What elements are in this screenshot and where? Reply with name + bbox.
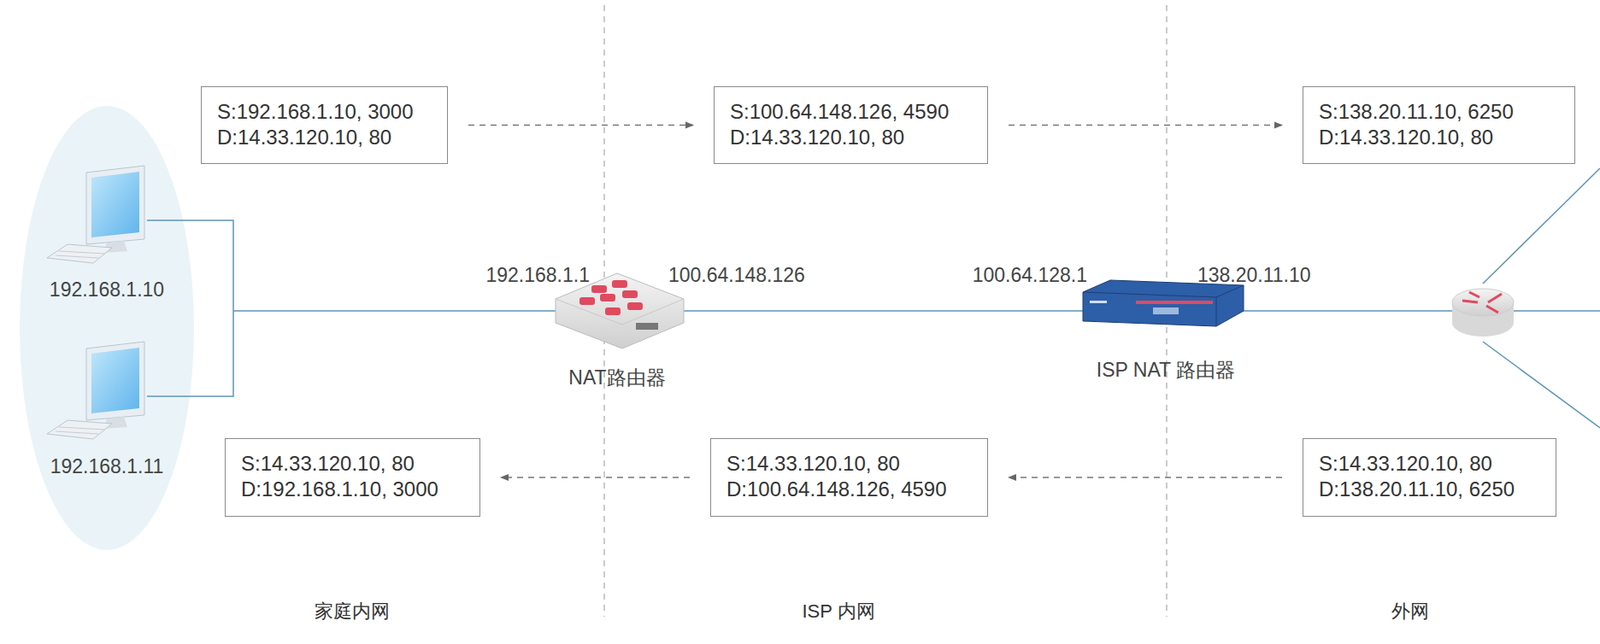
packet-address: D:14.33.120.10, 80	[1318, 124, 1559, 151]
computer-icon	[47, 165, 145, 264]
device-label: ISP NAT 路由器	[1096, 357, 1236, 384]
device-label: 192.168.1.10	[49, 278, 165, 302]
packet-flow-arrow	[1008, 124, 1283, 127]
packet-address: S:138.20.11.10, 6250	[1318, 99, 1559, 125]
zone-label: ISP 内网	[801, 599, 875, 625]
packet-box: S:14.33.120.10, 80D:192.168.1.10, 3000	[224, 438, 481, 518]
packet-address: D:14.33.120.10, 80	[217, 124, 432, 151]
packet-box: S:192.168.1.10, 3000D:14.33.120.10, 80	[200, 86, 448, 165]
packet-box: S:138.20.11.10, 6250D:14.33.120.10, 80	[1302, 86, 1576, 165]
packet-address: S:14.33.120.10, 80	[726, 451, 972, 477]
device-label: 100.64.128.1	[972, 264, 1088, 288]
packet-address: S:14.33.120.10, 80	[241, 451, 465, 477]
device-label: NAT路由器	[568, 364, 665, 392]
router-icon	[1452, 288, 1514, 337]
packet-address: D:14.33.120.10, 80	[729, 124, 972, 151]
packet-flow-arrow	[1008, 476, 1283, 479]
zone-label: 家庭内网	[314, 599, 390, 625]
computer-icon	[47, 341, 145, 440]
device-label: 100.64.148.126	[668, 264, 806, 288]
packet-address: D:138.20.11.10, 6250	[1318, 476, 1541, 503]
network-wires	[147, 168, 1600, 429]
home-network-zone	[19, 105, 195, 551]
packet-box: S:14.33.120.10, 80D:138.20.11.10, 6250	[1302, 438, 1557, 518]
packet-box: S:100.64.148.126, 4590D:14.33.120.10, 80	[713, 86, 989, 165]
packet-box: S:14.33.120.10, 80D:100.64.148.126, 4590	[710, 438, 989, 518]
packet-flow-arrow	[468, 124, 694, 127]
device-label: 138.20.11.10	[1197, 264, 1312, 288]
device-label: 192.168.1.11	[50, 455, 165, 479]
packet-address: D:192.168.1.10, 3000	[241, 476, 465, 503]
device-label: 192.168.1.1	[485, 264, 590, 288]
packet-address: S:100.64.148.126, 4590	[729, 99, 972, 125]
packet-address: S:192.168.1.10, 3000	[217, 99, 432, 125]
packet-address: D:100.64.148.126, 4590	[726, 476, 972, 503]
packet-address: S:14.33.120.10, 80	[1318, 451, 1541, 477]
packet-flow-arrow	[500, 476, 690, 479]
zone-label: 外网	[1391, 599, 1430, 625]
isp-nat-router-icon	[1082, 280, 1244, 327]
